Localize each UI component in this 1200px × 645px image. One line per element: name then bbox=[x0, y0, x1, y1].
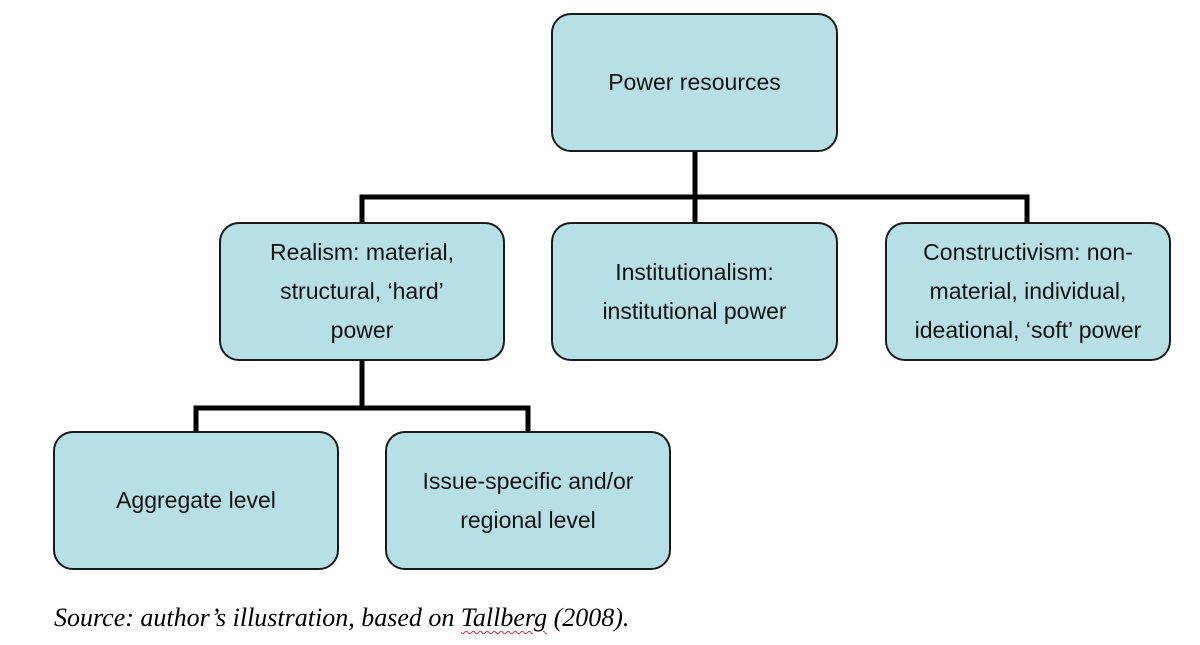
node-issue-specific-level: Issue-specific and/or regional level bbox=[385, 431, 671, 570]
caption-suffix: (2008). bbox=[547, 603, 630, 632]
node-text-line: ideational, ‘soft’ power bbox=[914, 317, 1142, 343]
caption-prefix: Source: author’s illustration, based on bbox=[54, 603, 461, 632]
node-text-line: Institutionalism: bbox=[615, 258, 774, 285]
node-text-line: structural, ‘hard’ bbox=[280, 278, 444, 304]
node-text-line: Aggregate level bbox=[116, 487, 276, 513]
node-text-line: Power resources bbox=[608, 69, 781, 95]
node-realism: Realism: material, structural, ‘hard’ po… bbox=[219, 222, 505, 361]
node-text-line: Constructivism: non- bbox=[923, 239, 1133, 265]
node-text-line: power bbox=[330, 317, 394, 343]
node-text-line: material, individual, bbox=[929, 278, 1127, 304]
node-text-line: institutional power bbox=[602, 297, 787, 324]
node-text-line: regional level bbox=[460, 506, 596, 533]
node-text-line: Realism: material, bbox=[269, 239, 455, 265]
node-constructivism: Constructivism: non- material, individua… bbox=[885, 222, 1171, 361]
source-caption: Source: author’s illustration, based on … bbox=[54, 603, 629, 633]
node-institutionalism: Institutionalism: institutional power bbox=[551, 222, 838, 361]
node-aggregate-level: Aggregate level bbox=[53, 431, 339, 570]
caption-reference: Tallberg bbox=[460, 603, 548, 632]
node-power-resources: Power resources bbox=[551, 13, 838, 152]
node-text-line: Issue-specific and/or bbox=[422, 467, 634, 494]
